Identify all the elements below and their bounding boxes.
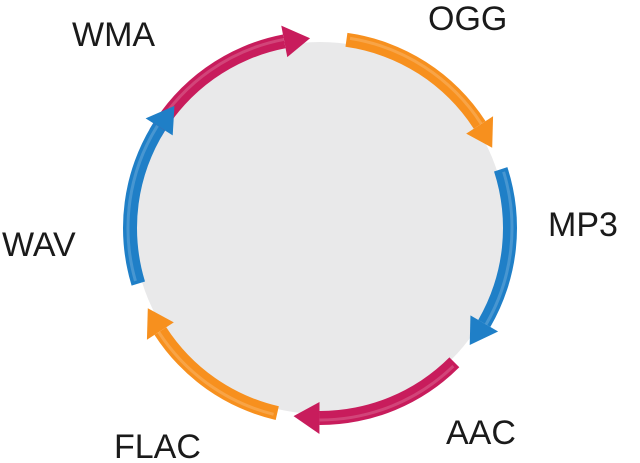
format-label-mp3: MP3 [548,206,618,244]
arrow-body-wav [122,123,166,286]
format-label-aac: AAC [446,414,516,452]
center-circle [134,42,506,414]
arrow-highlight-mp3 [484,171,514,326]
arrow-highlight-flac [157,331,274,416]
format-label-flac: FLAC [114,428,201,463]
arrow-head-aac [293,401,320,434]
arrow-body-mp3 [478,167,517,327]
arrow-head-flac [146,308,174,340]
arrow-highlight-ogg [349,36,483,125]
format-label-ogg: OGG [428,0,507,38]
arrow-head-wav [145,105,175,136]
arrow-ring [122,25,517,434]
format-label-wav: WAV [2,226,76,264]
arrow-highlight-aac [319,365,455,422]
arrow-body-flac [154,327,279,420]
format-label-wma: WMA [72,16,155,54]
arrow-head-wma [281,25,311,58]
arrow-head-ogg [466,116,494,148]
arrow-body-ogg [345,32,486,129]
arrow-highlight-wav [126,125,159,282]
arrow-body-aac [319,357,460,425]
arrow-head-mp3 [469,315,499,345]
